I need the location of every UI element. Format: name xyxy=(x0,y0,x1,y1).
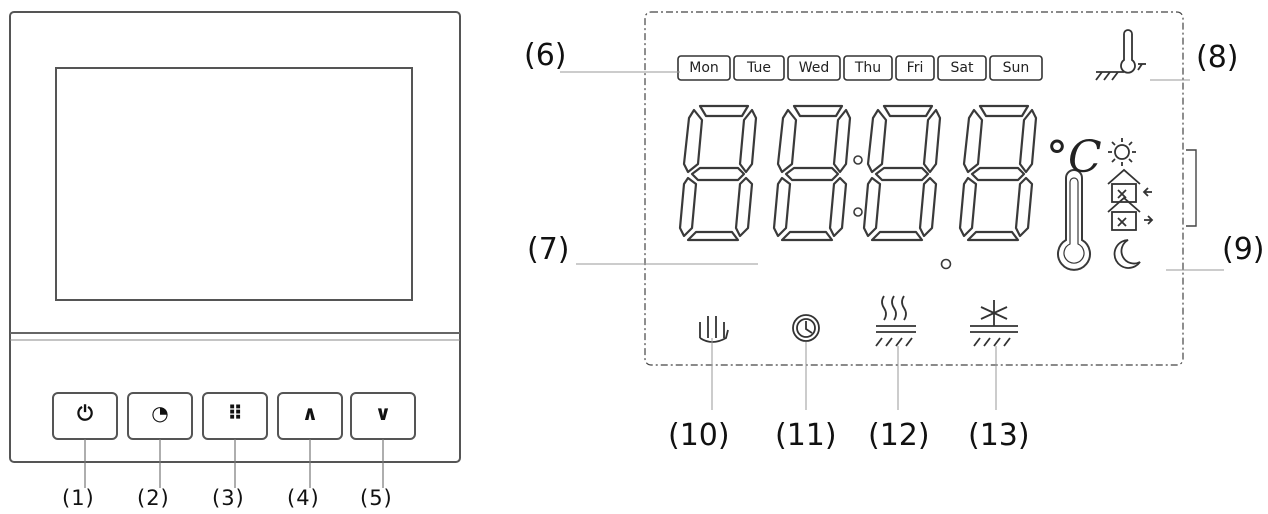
callout-12: (12) xyxy=(868,418,930,453)
moon-icon xyxy=(1113,239,1141,269)
day-wed: Wed xyxy=(798,60,830,76)
chevron-down-icon: ∨ xyxy=(374,401,392,425)
lcd-layout xyxy=(560,11,1224,410)
button-leaders xyxy=(84,439,384,488)
house-arrow-out-icon xyxy=(1107,196,1154,231)
snowflake-icon xyxy=(970,300,1018,347)
icon-group-bracket xyxy=(1186,149,1197,227)
button-number-3: (3) xyxy=(212,486,245,510)
callout-leaders xyxy=(560,71,1224,410)
house-arrow-in-icon xyxy=(1107,168,1152,203)
button-number-4: (4) xyxy=(287,486,320,510)
clock-button[interactable]: ◔ xyxy=(128,401,192,425)
sun-icon xyxy=(1108,138,1136,166)
lcd-frame xyxy=(644,11,1184,366)
seg-digit-4 xyxy=(958,104,1038,242)
hand-icon xyxy=(699,316,729,343)
thermometer-icon xyxy=(1057,169,1091,271)
button-number-1: (1) xyxy=(62,486,95,510)
celsius-unit: °C xyxy=(1046,132,1102,183)
floor-thermometer-icon xyxy=(1095,29,1146,81)
callout-6: (6) xyxy=(524,38,567,73)
callout-13: (13) xyxy=(968,418,1030,453)
button-number-2: (2) xyxy=(137,486,170,510)
callout-8: (8) xyxy=(1196,40,1239,75)
day-mon: Mon xyxy=(689,60,719,76)
up-button[interactable]: ∧ xyxy=(278,401,342,425)
power-icon: ⏻ xyxy=(77,401,93,425)
callout-7: (7) xyxy=(527,232,570,267)
day-thu: Thu xyxy=(854,60,882,76)
day-boxes xyxy=(677,55,1043,81)
chevron-up-icon: ∧ xyxy=(301,401,319,425)
seg-digit-2 xyxy=(772,104,852,242)
heating-icon xyxy=(875,295,916,347)
callout-9: (9) xyxy=(1222,232,1265,267)
down-button[interactable]: ∨ xyxy=(351,401,415,425)
day-tue: Tue xyxy=(747,60,771,76)
thermostat-front xyxy=(9,11,461,488)
colon-dots xyxy=(853,155,952,270)
clock-icon xyxy=(792,314,820,342)
seg-digit-3 xyxy=(862,104,942,242)
button-number-5: (5) xyxy=(360,486,393,510)
grid-icon: ⠿ xyxy=(227,401,243,425)
day-sun: Sun xyxy=(1002,60,1030,76)
clock-icon: ◔ xyxy=(151,401,169,425)
day-sat: Sat xyxy=(950,60,974,76)
callout-10: (10) xyxy=(668,418,730,453)
menu-button[interactable]: ⠿ xyxy=(203,401,267,425)
day-fri: Fri xyxy=(906,60,924,76)
callout-11: (11) xyxy=(775,418,837,453)
device-screen xyxy=(55,67,413,301)
device-outline xyxy=(9,11,461,463)
seg-digit-1 xyxy=(678,104,758,242)
power-button[interactable]: ⏻ xyxy=(53,401,117,425)
